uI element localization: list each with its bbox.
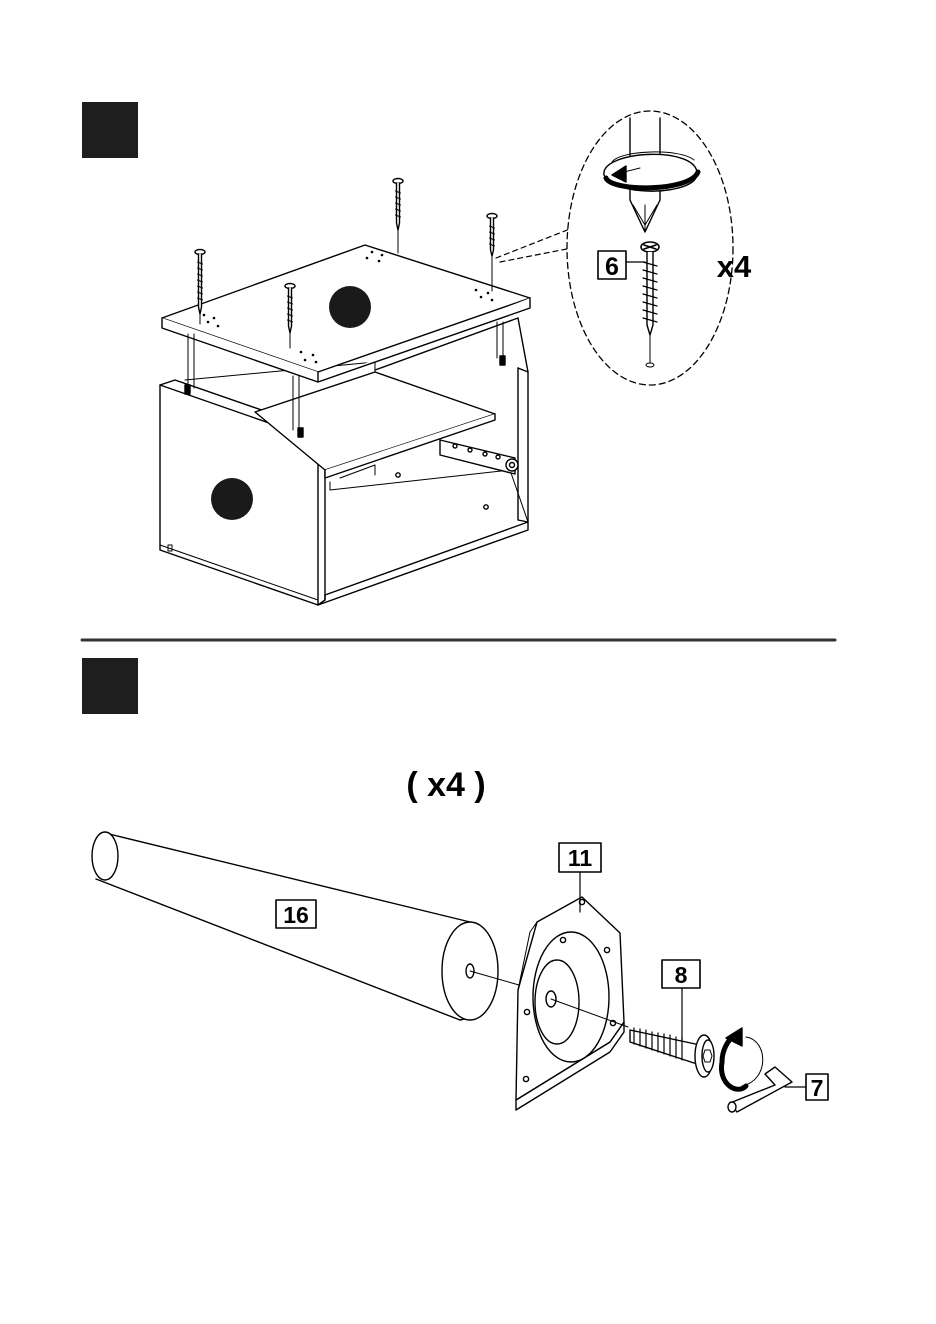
part-label-11: 11	[568, 845, 593, 871]
bolt	[630, 1028, 714, 1077]
part-label-8: 8	[675, 962, 688, 988]
panel-marker-dot-top	[329, 286, 371, 328]
mounting-plate	[516, 897, 628, 1110]
panel-marker-dot-side	[211, 478, 253, 520]
step-1-quantity-label: x4	[717, 249, 752, 284]
rotation-arrow-icon	[721, 1028, 762, 1089]
step-2-quantity-label: ( x4 )	[406, 766, 485, 804]
detail-callout: 6	[496, 111, 733, 385]
part-label-7: 7	[811, 1075, 824, 1101]
part-label-16: 16	[283, 902, 309, 928]
part-label-6: 6	[605, 253, 619, 281]
drawer-runner	[440, 440, 518, 474]
